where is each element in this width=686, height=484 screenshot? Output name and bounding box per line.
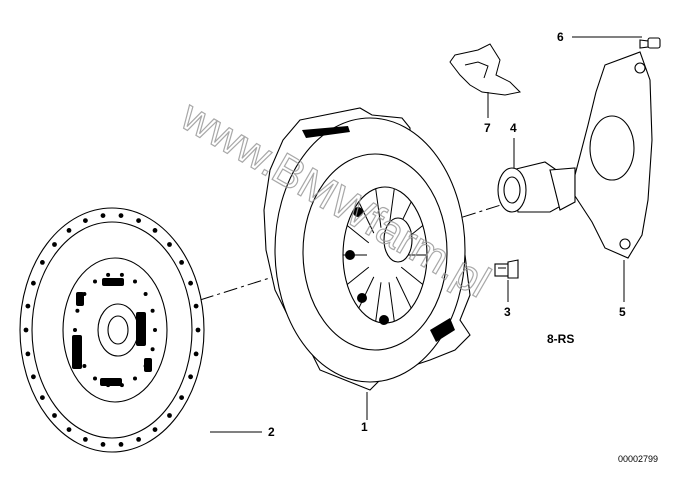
callout-1: 1 (361, 420, 368, 434)
callout-2: 2 (268, 425, 275, 439)
release-bearing[interactable] (497, 161, 576, 213)
disc-rivet-holes (23, 213, 201, 447)
guide-plate[interactable] (574, 51, 653, 259)
clutch-disc[interactable] (19, 207, 205, 453)
variant-label: 8-RS (547, 332, 574, 346)
diaphragm-spring-fingers (343, 188, 427, 322)
pin[interactable] (639, 37, 661, 49)
bolt[interactable] (494, 259, 519, 279)
callout-5: 5 (619, 305, 626, 319)
pressure-plate[interactable] (263, 107, 471, 391)
drawing-code: 00002799 (618, 454, 658, 464)
callout-7: 7 (484, 121, 491, 135)
callout-3: 3 (504, 305, 511, 319)
callout-4: 4 (510, 121, 517, 135)
retaining-clip[interactable] (449, 43, 522, 96)
callout-6: 6 (557, 30, 564, 44)
